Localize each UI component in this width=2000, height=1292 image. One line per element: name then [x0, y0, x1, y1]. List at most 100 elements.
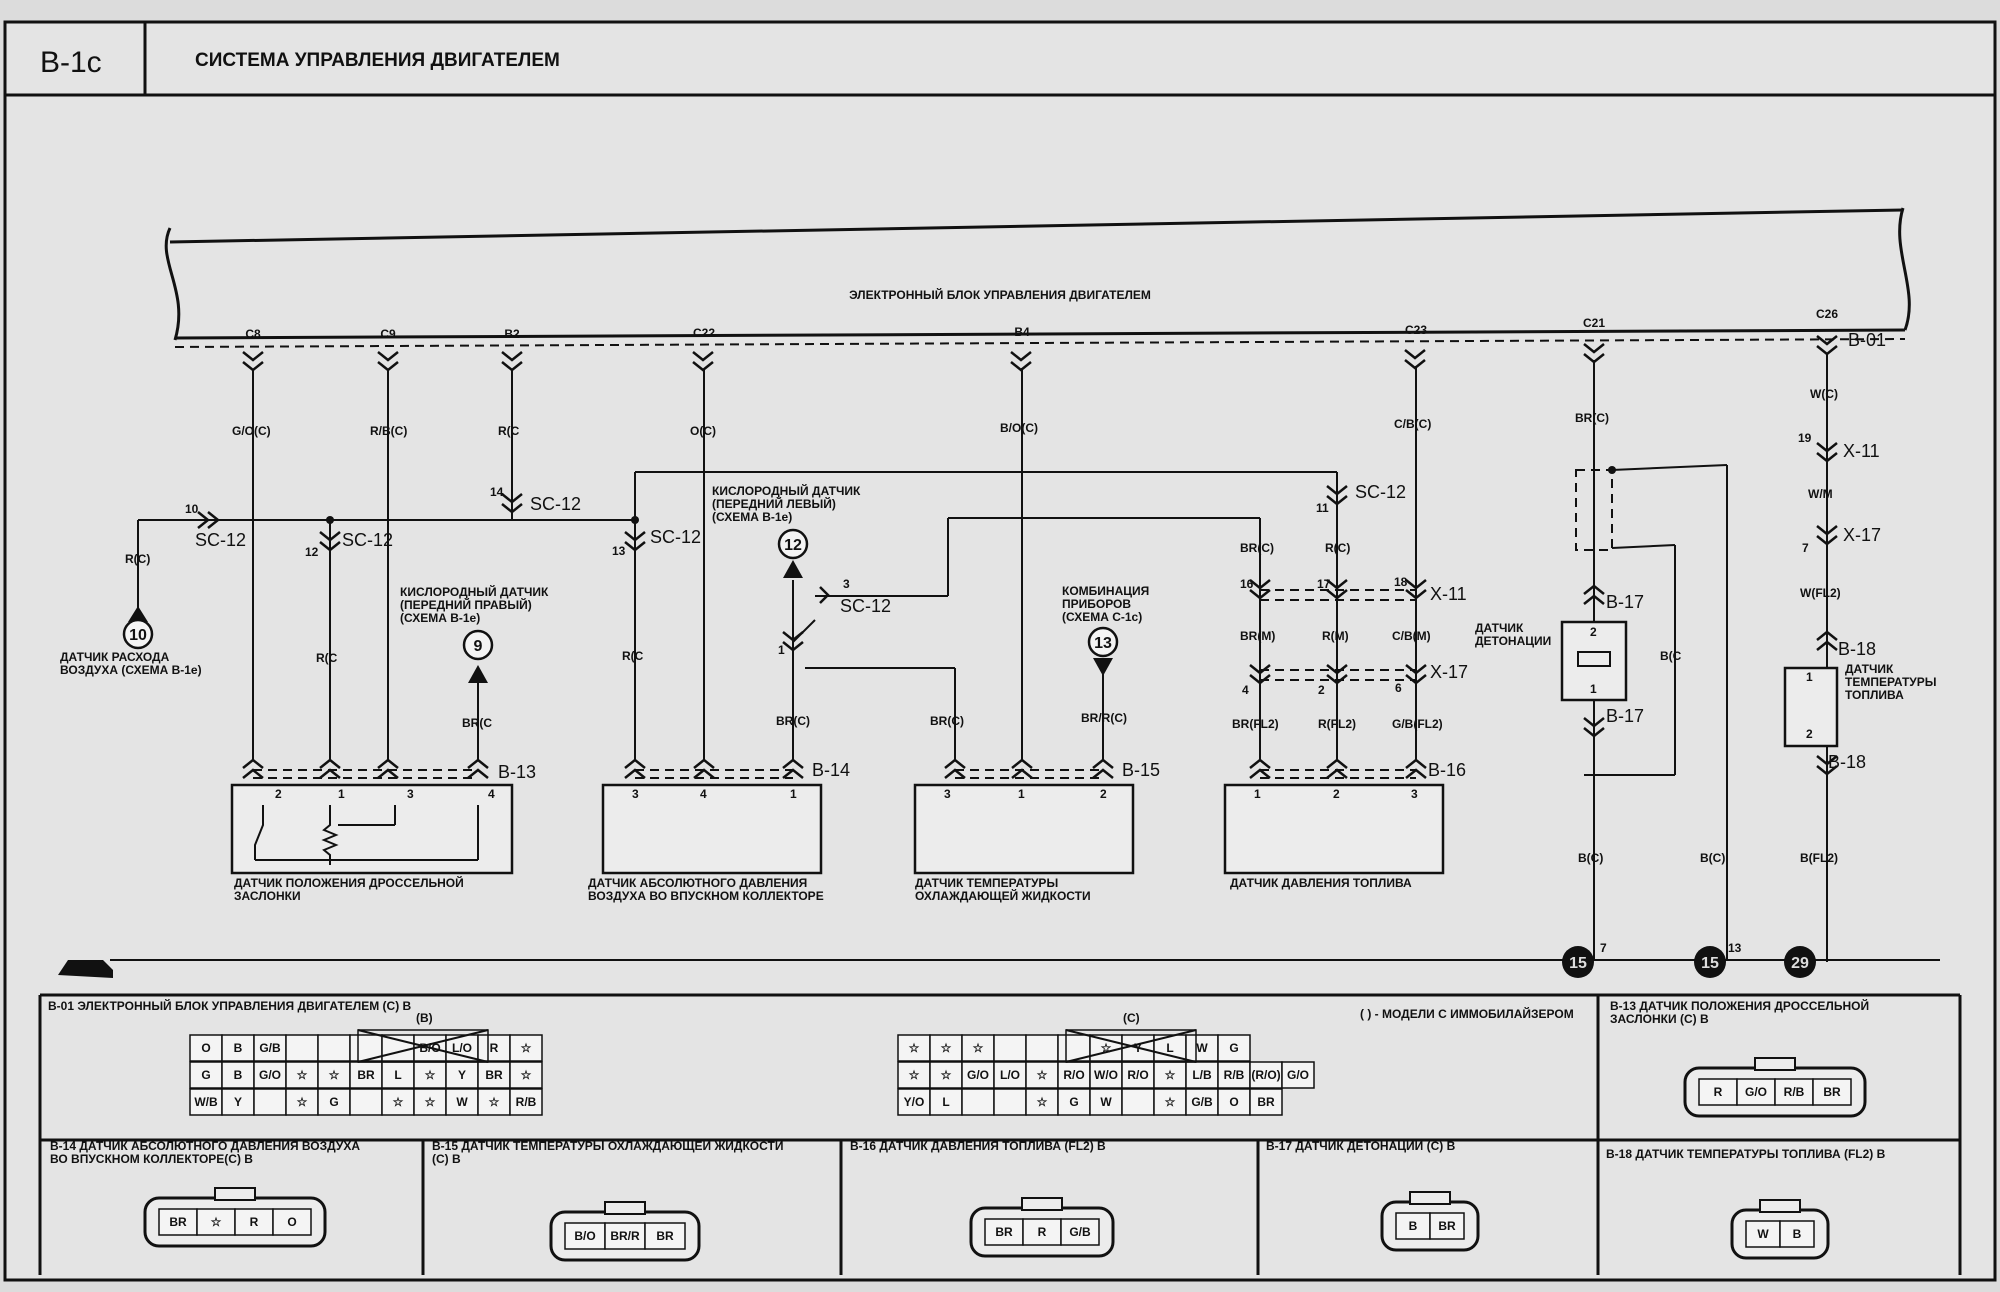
connector-cell-label: BR	[1823, 1085, 1841, 1099]
wire-fp2-top: R(C)	[1325, 541, 1350, 555]
connector-cell-label: G	[1229, 1041, 1238, 1055]
connector-cell-label: ☆	[1101, 1041, 1112, 1055]
component-tps-label-1: ДАТЧИК ПОЛОЖЕНИЯ ДРОССЕЛЬНОЙ	[234, 875, 464, 890]
connector-cell	[381, 1088, 415, 1116]
connector-cell	[1025, 1088, 1059, 1116]
connector-cell	[929, 1034, 963, 1062]
svg-text:2: 2	[1806, 727, 1813, 741]
connector-cell-label: B	[1409, 1219, 1418, 1233]
connector-cell	[1779, 1220, 1815, 1248]
connector-cell-label: R/B	[1224, 1068, 1245, 1082]
connector-cell	[1025, 1034, 1059, 1062]
splice-sc12-a: SC-12	[195, 530, 246, 550]
connector-cell	[509, 1034, 543, 1062]
connector-cell	[509, 1061, 543, 1089]
connector-cell-label: R	[490, 1041, 499, 1055]
connector-cell-label: R/O	[1127, 1068, 1148, 1082]
connector-cell-label: L	[1166, 1041, 1173, 1055]
legend-b13-title-2: ЗАСЛОНКИ (C) B	[1610, 1012, 1709, 1026]
legend-b01-title: B-01 ЭЛЕКТРОННЫЙ БЛОК УПРАВЛЕНИЯ ДВИГАТЕ…	[48, 998, 412, 1013]
connector-cell	[897, 1061, 931, 1089]
connector-cell	[1217, 1061, 1251, 1089]
svg-text:15: 15	[1701, 955, 1719, 972]
wire-c22: O(C)	[690, 424, 716, 438]
connector-cell	[1022, 1218, 1062, 1246]
connector-cell-label: G/B	[259, 1041, 281, 1055]
connector-cell-label: ☆	[1165, 1095, 1176, 1109]
svg-text:1: 1	[338, 787, 345, 801]
component-map-label-1: ДАТЧИК АБСОЛЮТНОГО ДАВЛЕНИЯ	[588, 876, 807, 890]
connector-cell	[509, 1088, 543, 1116]
pin-num-2: 2	[1318, 683, 1325, 697]
connector-cell	[381, 1061, 415, 1089]
legend-b14-title-2: ВО ВПУСКНОМ КОЛЛЕКТОРЕ(C) B	[50, 1152, 253, 1166]
connector-cell-label: B	[234, 1068, 243, 1082]
connector-cell-label: (R/O)	[1251, 1068, 1280, 1082]
connector-cell	[961, 1034, 995, 1062]
ref-label-cluster-2: ПРИБОРОВ	[1062, 597, 1131, 611]
pin-b2: B2	[504, 327, 520, 341]
connector-b13: B-13	[498, 762, 536, 782]
legend-b13-title-1: B-13 ДАТЧИК ПОЛОЖЕНИЯ ДРОССЕЛЬНОЙ	[1610, 998, 1869, 1013]
connector-cell-label: L/O	[452, 1041, 472, 1055]
connector-cell-label: W	[1196, 1041, 1208, 1055]
splice-b18-top: B-18	[1838, 639, 1876, 659]
wire-c23: C/B(C)	[1394, 417, 1431, 431]
connector-cell-label: R/B	[516, 1095, 537, 1109]
connector-cell-label: Y	[458, 1068, 466, 1082]
svg-text:2: 2	[1100, 787, 1107, 801]
connector-cell	[1060, 1218, 1100, 1246]
svg-text:2: 2	[275, 787, 282, 801]
connector-cell	[1185, 1034, 1219, 1062]
ref-circle-maf	[122, 618, 154, 650]
wire-c21: BR(C)	[1575, 411, 1609, 425]
splice-x17-a: X-17	[1430, 662, 1468, 682]
component-tps-label-2: ЗАСЛОНКИ	[234, 889, 301, 903]
connector-cell-label: L	[394, 1068, 401, 1082]
connector-cell-label: BR	[169, 1215, 187, 1229]
connector-cell	[961, 1088, 995, 1116]
connector-cell	[604, 1222, 646, 1250]
ref-circle-o2-right	[462, 629, 494, 661]
pin-num-14: 14	[490, 485, 504, 499]
connector-cell-label: L/B	[1192, 1068, 1212, 1082]
splice-sc12-f: SC-12	[1355, 482, 1406, 502]
connector-cell-label: ☆	[393, 1095, 404, 1109]
pin-num-11: 11	[1316, 501, 1329, 515]
connector-cell-label: B/O	[574, 1229, 595, 1243]
connector-cell	[477, 1061, 511, 1089]
wire-fts-mid: W/M	[1808, 487, 1833, 501]
connector-cell	[253, 1088, 287, 1116]
wire-fp1-bot: BR(FL2)	[1232, 717, 1279, 731]
connector-cell-label: Y/O	[904, 1095, 925, 1109]
connector-cell	[158, 1208, 198, 1236]
component-ks-label-1: ДАТЧИК	[1475, 621, 1524, 635]
wire-fp3-mid: C/B(M)	[1392, 629, 1431, 643]
connector-cell-label: ☆	[941, 1068, 952, 1082]
splice-b17-bottom: B-17	[1606, 706, 1644, 726]
pin-num-12: 12	[305, 545, 319, 559]
connector-cell	[993, 1034, 1027, 1062]
pin-num-16: 16	[1240, 577, 1254, 591]
ref-label-o2-right-3: (СХЕМА B-1e)	[400, 611, 480, 625]
pin-num-17: 17	[1317, 577, 1331, 591]
ground-line: 15 7 15 13 29	[58, 941, 1940, 978]
connector-cell	[1745, 1220, 1781, 1248]
connector-cell	[929, 1061, 963, 1089]
ref-num-maf: 10	[129, 627, 147, 644]
connector-cell	[413, 1088, 447, 1116]
wire-tps-mid: R(C	[316, 651, 338, 665]
legend-b01-right-tag: (C)	[1123, 1011, 1140, 1025]
connector-cell-label: R	[1038, 1225, 1047, 1239]
connector-cell	[317, 1061, 351, 1089]
svg-text:1: 1	[1806, 670, 1813, 684]
wire-map-left: R(C	[622, 649, 644, 663]
diagram-title: СИСТЕМА УПРАВЛЕНИЯ ДВИГАТЕЛЕМ	[195, 50, 560, 71]
svg-text:13: 13	[1728, 941, 1742, 955]
ref-num-cluster: 13	[1094, 635, 1112, 652]
connector-cell-label: R/O	[1063, 1068, 1084, 1082]
wire-ect: BR(C)	[930, 714, 964, 728]
connector-cell-label: G/O	[1287, 1068, 1309, 1082]
ecu-label: ЭЛЕКТРОННЫЙ БЛОК УПРАВЛЕНИЯ ДВИГАТЕЛЕМ	[849, 287, 1151, 302]
pin-c26: C26	[1816, 307, 1838, 321]
